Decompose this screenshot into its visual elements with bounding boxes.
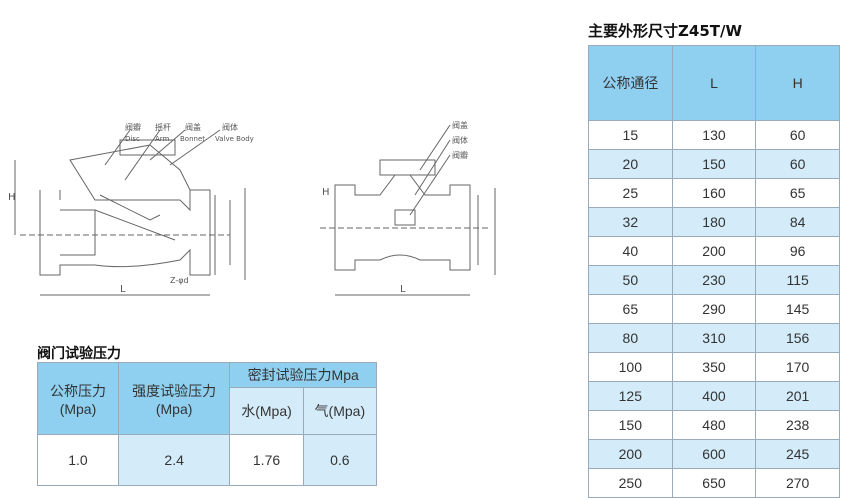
table-cell: 84 (755, 207, 840, 237)
pt-value-gas: 0.6 (302, 434, 378, 486)
dim-L-right: L (400, 284, 406, 295)
pt-header-seal: 密封试验压力Mpa (229, 362, 377, 388)
label-disc-en: Disc (125, 135, 140, 143)
table-cell: 32 (588, 207, 673, 237)
pt-header-nominal: 公称压力 (Mpa) (37, 362, 119, 435)
table-cell: 115 (755, 265, 840, 295)
table-cell: 350 (671, 352, 757, 382)
valve-drawing: 阀瓣 摇杆 阀盖 阀体 Disc Arm Bonnet Valve Body 阀… (0, 100, 560, 320)
pressure-test-table: 公称压力 (Mpa) 强度试验压力 (Mpa) 密封试验压力Mpa 水(Mpa)… (37, 362, 378, 486)
dim-header-dn: 公称通径 (588, 45, 673, 121)
label-arm: 摇杆 (155, 122, 171, 132)
table-cell: 100 (588, 352, 673, 382)
table-cell: 201 (755, 381, 840, 411)
table-cell: 50 (588, 265, 673, 295)
label-body-en: Valve Body (215, 135, 254, 143)
dim-H-right: H (322, 187, 330, 198)
table-cell: 65 (588, 294, 673, 324)
table-cell: 200 (588, 439, 673, 469)
table-cell: 180 (671, 207, 757, 237)
table-cell: 60 (755, 120, 840, 150)
label-arm-en: Arm (155, 135, 170, 143)
label-r-body: 阀体 (452, 135, 468, 145)
table-cell: 650 (671, 468, 757, 498)
pt-value-water: 1.76 (229, 434, 304, 486)
label-r-disc: 阀瓣 (452, 150, 468, 160)
table-cell: 20 (588, 149, 673, 179)
label-bonnet-en: Bonnet (180, 135, 205, 143)
table-cell: 80 (588, 323, 673, 353)
valve-drawing-svg: 阀瓣 摇杆 阀盖 阀体 Disc Arm Bonnet Valve Body 阀… (8, 120, 496, 296)
table-cell: 156 (755, 323, 840, 353)
pt-header-gas: 气(Mpa) (302, 387, 378, 435)
table-cell: 145 (755, 294, 840, 324)
dim-H-left: H (8, 192, 16, 203)
table-cell: 15 (588, 120, 673, 150)
label-r-bonnet: 阀盖 (452, 120, 468, 130)
table-cell: 400 (671, 381, 757, 411)
pt-value-nominal: 1.0 (37, 434, 119, 486)
dim-Z: Z-φd (170, 276, 189, 285)
table-cell: 200 (671, 236, 757, 266)
table-cell: 125 (588, 381, 673, 411)
table-cell: 600 (671, 439, 757, 469)
table-cell: 480 (671, 410, 757, 440)
pt-header-water: 水(Mpa) (229, 387, 304, 435)
table-cell: 130 (671, 120, 757, 150)
table-cell: 245 (755, 439, 840, 469)
table-cell: 310 (671, 323, 757, 353)
table-cell: 25 (588, 178, 673, 208)
table-cell: 40 (588, 236, 673, 266)
label-disc: 阀瓣 (125, 122, 141, 132)
table-cell: 170 (755, 352, 840, 382)
table-cell: 96 (755, 236, 840, 266)
table-cell: 150 (588, 410, 673, 440)
table-cell: 150 (671, 149, 757, 179)
table-cell: 290 (671, 294, 757, 324)
table-cell: 160 (671, 178, 757, 208)
table-cell: 250 (588, 468, 673, 498)
table-cell: 65 (755, 178, 840, 208)
table-cell: 60 (755, 149, 840, 179)
dim-L-left: L (120, 284, 126, 295)
pressure-test-title: 阀门试验压力 (37, 346, 121, 362)
table-cell: 270 (755, 468, 840, 498)
label-body: 阀体 (222, 122, 238, 132)
dim-header-L: L (671, 45, 757, 121)
table-cell: 230 (671, 265, 757, 295)
dimensions-title: 主要外形尺寸Z45T/W (588, 22, 743, 40)
pt-value-strength: 2.4 (117, 434, 231, 486)
dim-header-H: H (755, 45, 840, 121)
pt-header-strength: 强度试验压力 (Mpa) (117, 362, 231, 435)
table-cell: 238 (755, 410, 840, 440)
label-bonnet: 阀盖 (185, 122, 201, 132)
